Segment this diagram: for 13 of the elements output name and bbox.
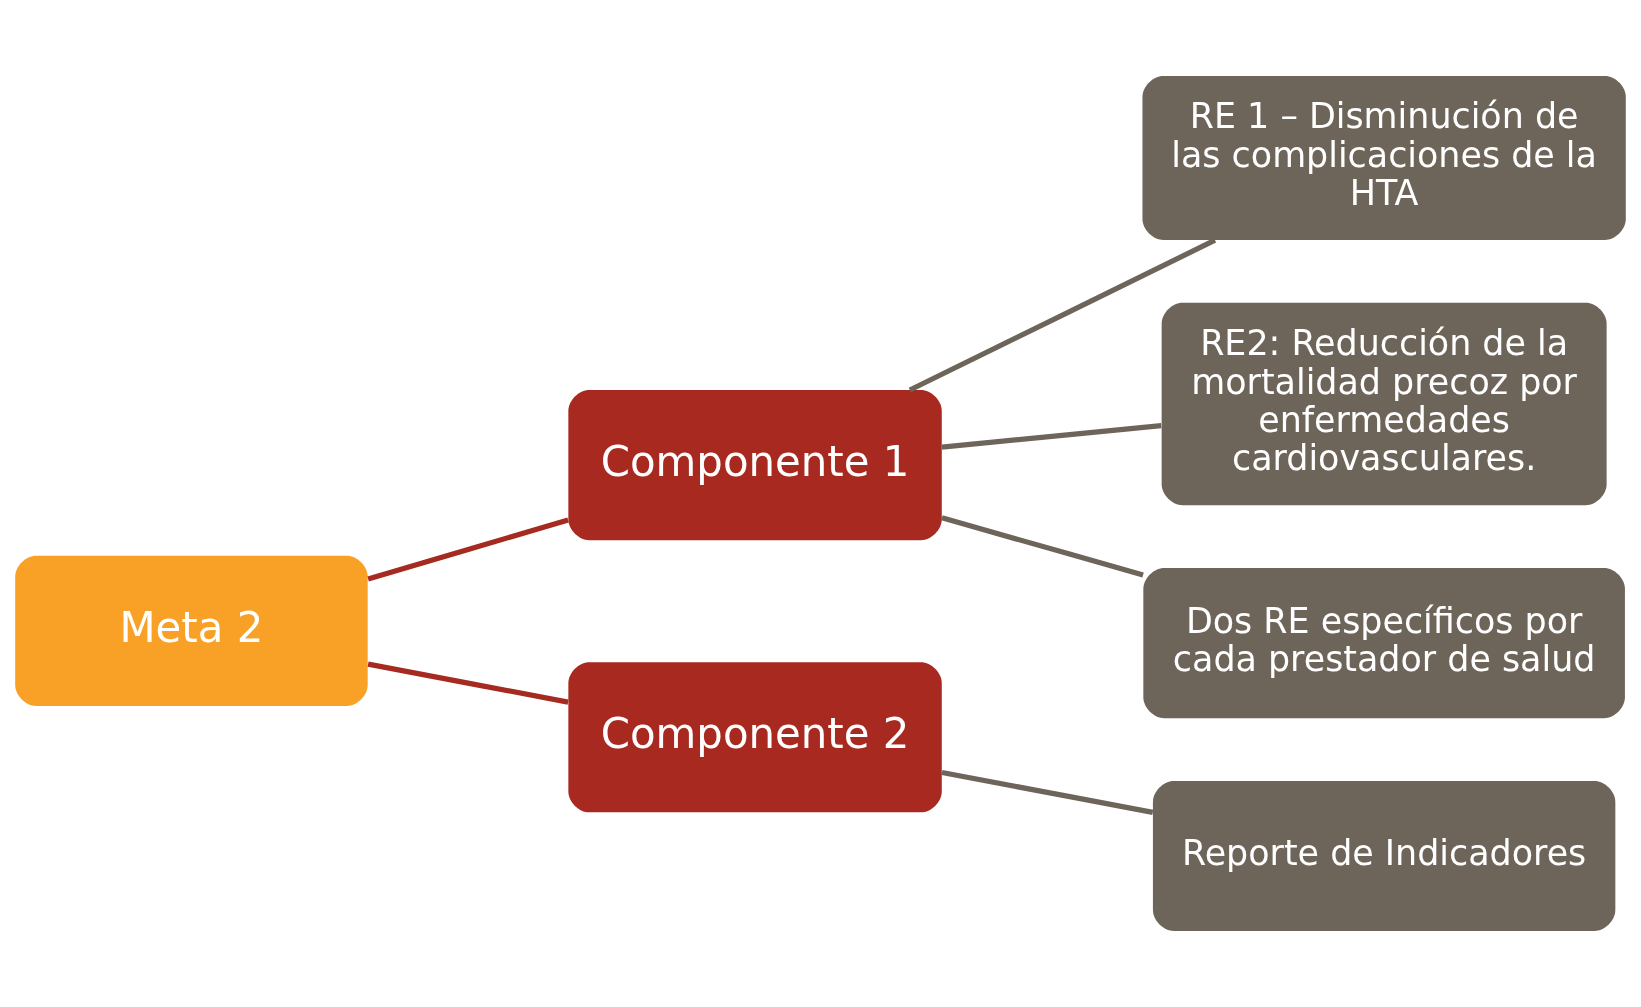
node-box: RE 1 – Disminución de las complicaciones de la HTA [1142,76,1626,240]
connector [941,769,1154,815]
connector [908,237,1217,393]
connector [941,515,1144,578]
node-box: Reporte de Indicadores [1152,780,1616,931]
connector [367,517,569,582]
node-box: RE2: Reducción de la mortalidad precoz por enfermedades cardiovasculares. [1161,302,1607,506]
node-box: Componente 1 [568,390,942,541]
connector [367,661,569,705]
node-box: Meta 2 [15,555,368,706]
connector [941,423,1162,450]
node-box: Dos RE específicos por cada prestador de salud [1143,568,1625,719]
node-box: Componente 2 [568,662,942,813]
